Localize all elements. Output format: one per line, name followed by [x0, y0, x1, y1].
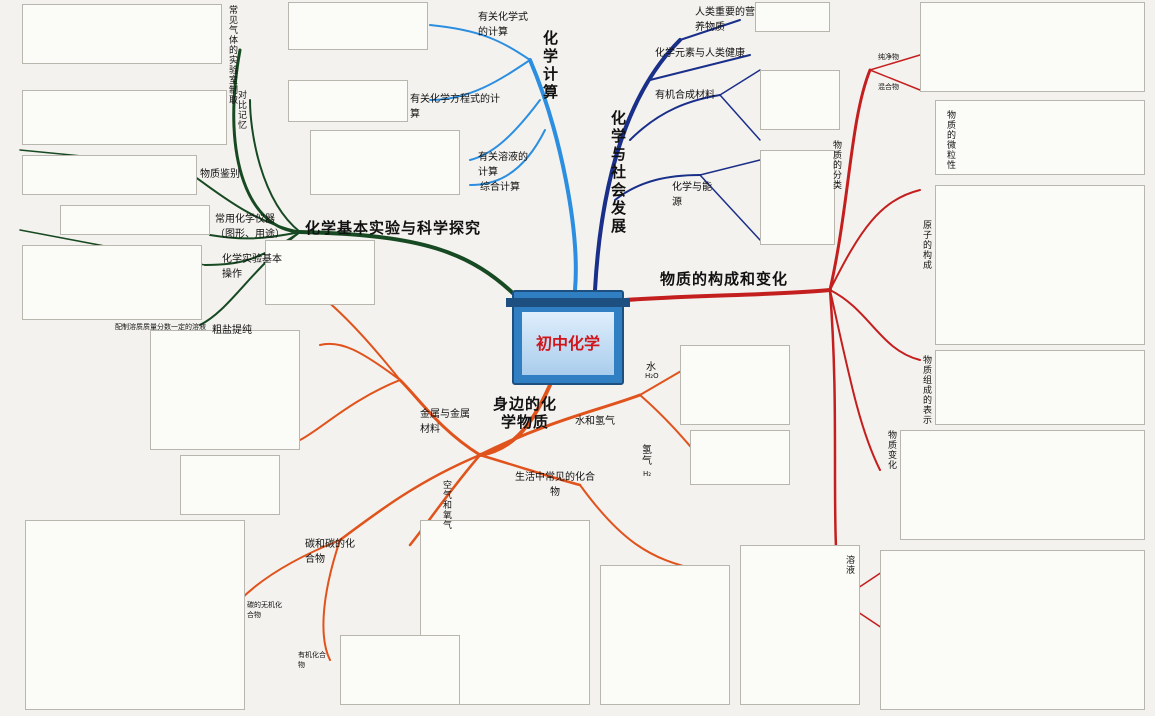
- solution-calc-note: [310, 130, 460, 195]
- solution-label: 溶液: [844, 555, 854, 575]
- common-compounds-label: 生活中常见的化合物: [515, 472, 595, 498]
- carbon-label: 碳和碳的化合物: [305, 539, 355, 565]
- composition-label: 物质组成的表示: [921, 355, 931, 425]
- branch-society-label: 化学与社会发展: [609, 110, 627, 236]
- compare-label: 对比记忆: [236, 90, 246, 130]
- hydrogen-formula-label: H₂: [643, 470, 652, 478]
- carbon-note: [25, 520, 245, 710]
- organic-materials-label: 有机合成材料: [655, 90, 715, 101]
- solution-calc-label: 有关溶液的计算: [478, 152, 528, 178]
- formula-calc-note: [288, 2, 428, 50]
- elements-health-label: 化学元素与人类健康: [655, 48, 745, 59]
- micro-note: [935, 100, 1145, 175]
- water-hydrogen-label: 水和氢气: [575, 416, 615, 427]
- organic-compounds-note: [340, 635, 460, 705]
- equation-calc-note: [288, 80, 408, 122]
- mixture-label: 混合物: [878, 83, 899, 91]
- formula-calc-label: 有关化学式的计算: [478, 12, 528, 38]
- branch-structure-label: 物质的构成和变化: [660, 270, 789, 288]
- metals-note: [150, 330, 300, 450]
- metals-label: 金属与金属材料: [420, 409, 470, 435]
- center-node: 初中化学: [506, 290, 630, 385]
- carbon-compounds-note: [180, 455, 280, 515]
- classification-note: [920, 2, 1145, 92]
- identify-note: [22, 155, 197, 195]
- water-formula-label: H₂O: [645, 372, 659, 380]
- solution-prep-label: 配制溶质质量分数一定的溶液: [115, 323, 206, 331]
- compare-note: [22, 90, 227, 145]
- organic-compounds-label: 有机化合物: [298, 651, 326, 669]
- water-label: 水: [646, 362, 656, 373]
- nutrition-label: 人类重要的营养物质: [695, 7, 755, 33]
- organic-materials-note: [760, 70, 840, 130]
- center-title: 初中化学: [535, 334, 600, 353]
- atom-structure-label: 原子的构成: [921, 220, 931, 270]
- combined-calc-label: 综合计算: [480, 182, 520, 193]
- branch-calculation-label: 化学计算: [541, 30, 559, 102]
- composition-note: [935, 350, 1145, 425]
- gas-prep-label: 常见气体的实验室制取: [227, 5, 237, 105]
- branch-experiment-label: 化学基本实验与科学探究: [305, 219, 482, 237]
- identify-label: 物质鉴别: [200, 169, 240, 180]
- hydrogen-label: 氢气: [642, 445, 652, 467]
- change-label: 物质变化: [886, 430, 896, 470]
- instruments-note: [60, 205, 210, 235]
- change-note: [900, 430, 1145, 540]
- purify-label: 粗盐提纯: [212, 325, 252, 336]
- compounds-note: [600, 565, 730, 705]
- acid-base-note: [740, 545, 860, 705]
- operations-label: 化学实验基本操作: [222, 254, 282, 280]
- operations-note: [22, 245, 202, 320]
- water-note: [680, 345, 790, 425]
- micro-label: 物质的微粒性: [945, 110, 955, 170]
- atom-structure-note: [935, 185, 1145, 345]
- air-oxygen-label: 空气和氧气: [441, 480, 451, 530]
- solution-note: [880, 550, 1145, 710]
- branch-substances-label: 身边的化学物质: [492, 395, 557, 431]
- energy-note: [760, 150, 835, 245]
- hydrogen-note: [690, 430, 790, 485]
- center-picture: [522, 312, 614, 375]
- metal-reactions-note: [265, 240, 375, 305]
- carbon-compounds-label: 碳的无机化合物: [247, 601, 282, 619]
- nutrition-note: [755, 2, 830, 32]
- center-bar: [506, 298, 630, 307]
- classification-label: 物质的分类: [831, 140, 841, 190]
- instruments-label: 常用化学仪器（图形、用途）: [215, 214, 285, 240]
- equation-calc-label: 有关化学方程式的计算: [410, 94, 500, 120]
- gas-prep-note: [22, 4, 222, 64]
- pure-label: 纯净物: [878, 53, 899, 61]
- energy-label: 化学与能源: [672, 182, 712, 208]
